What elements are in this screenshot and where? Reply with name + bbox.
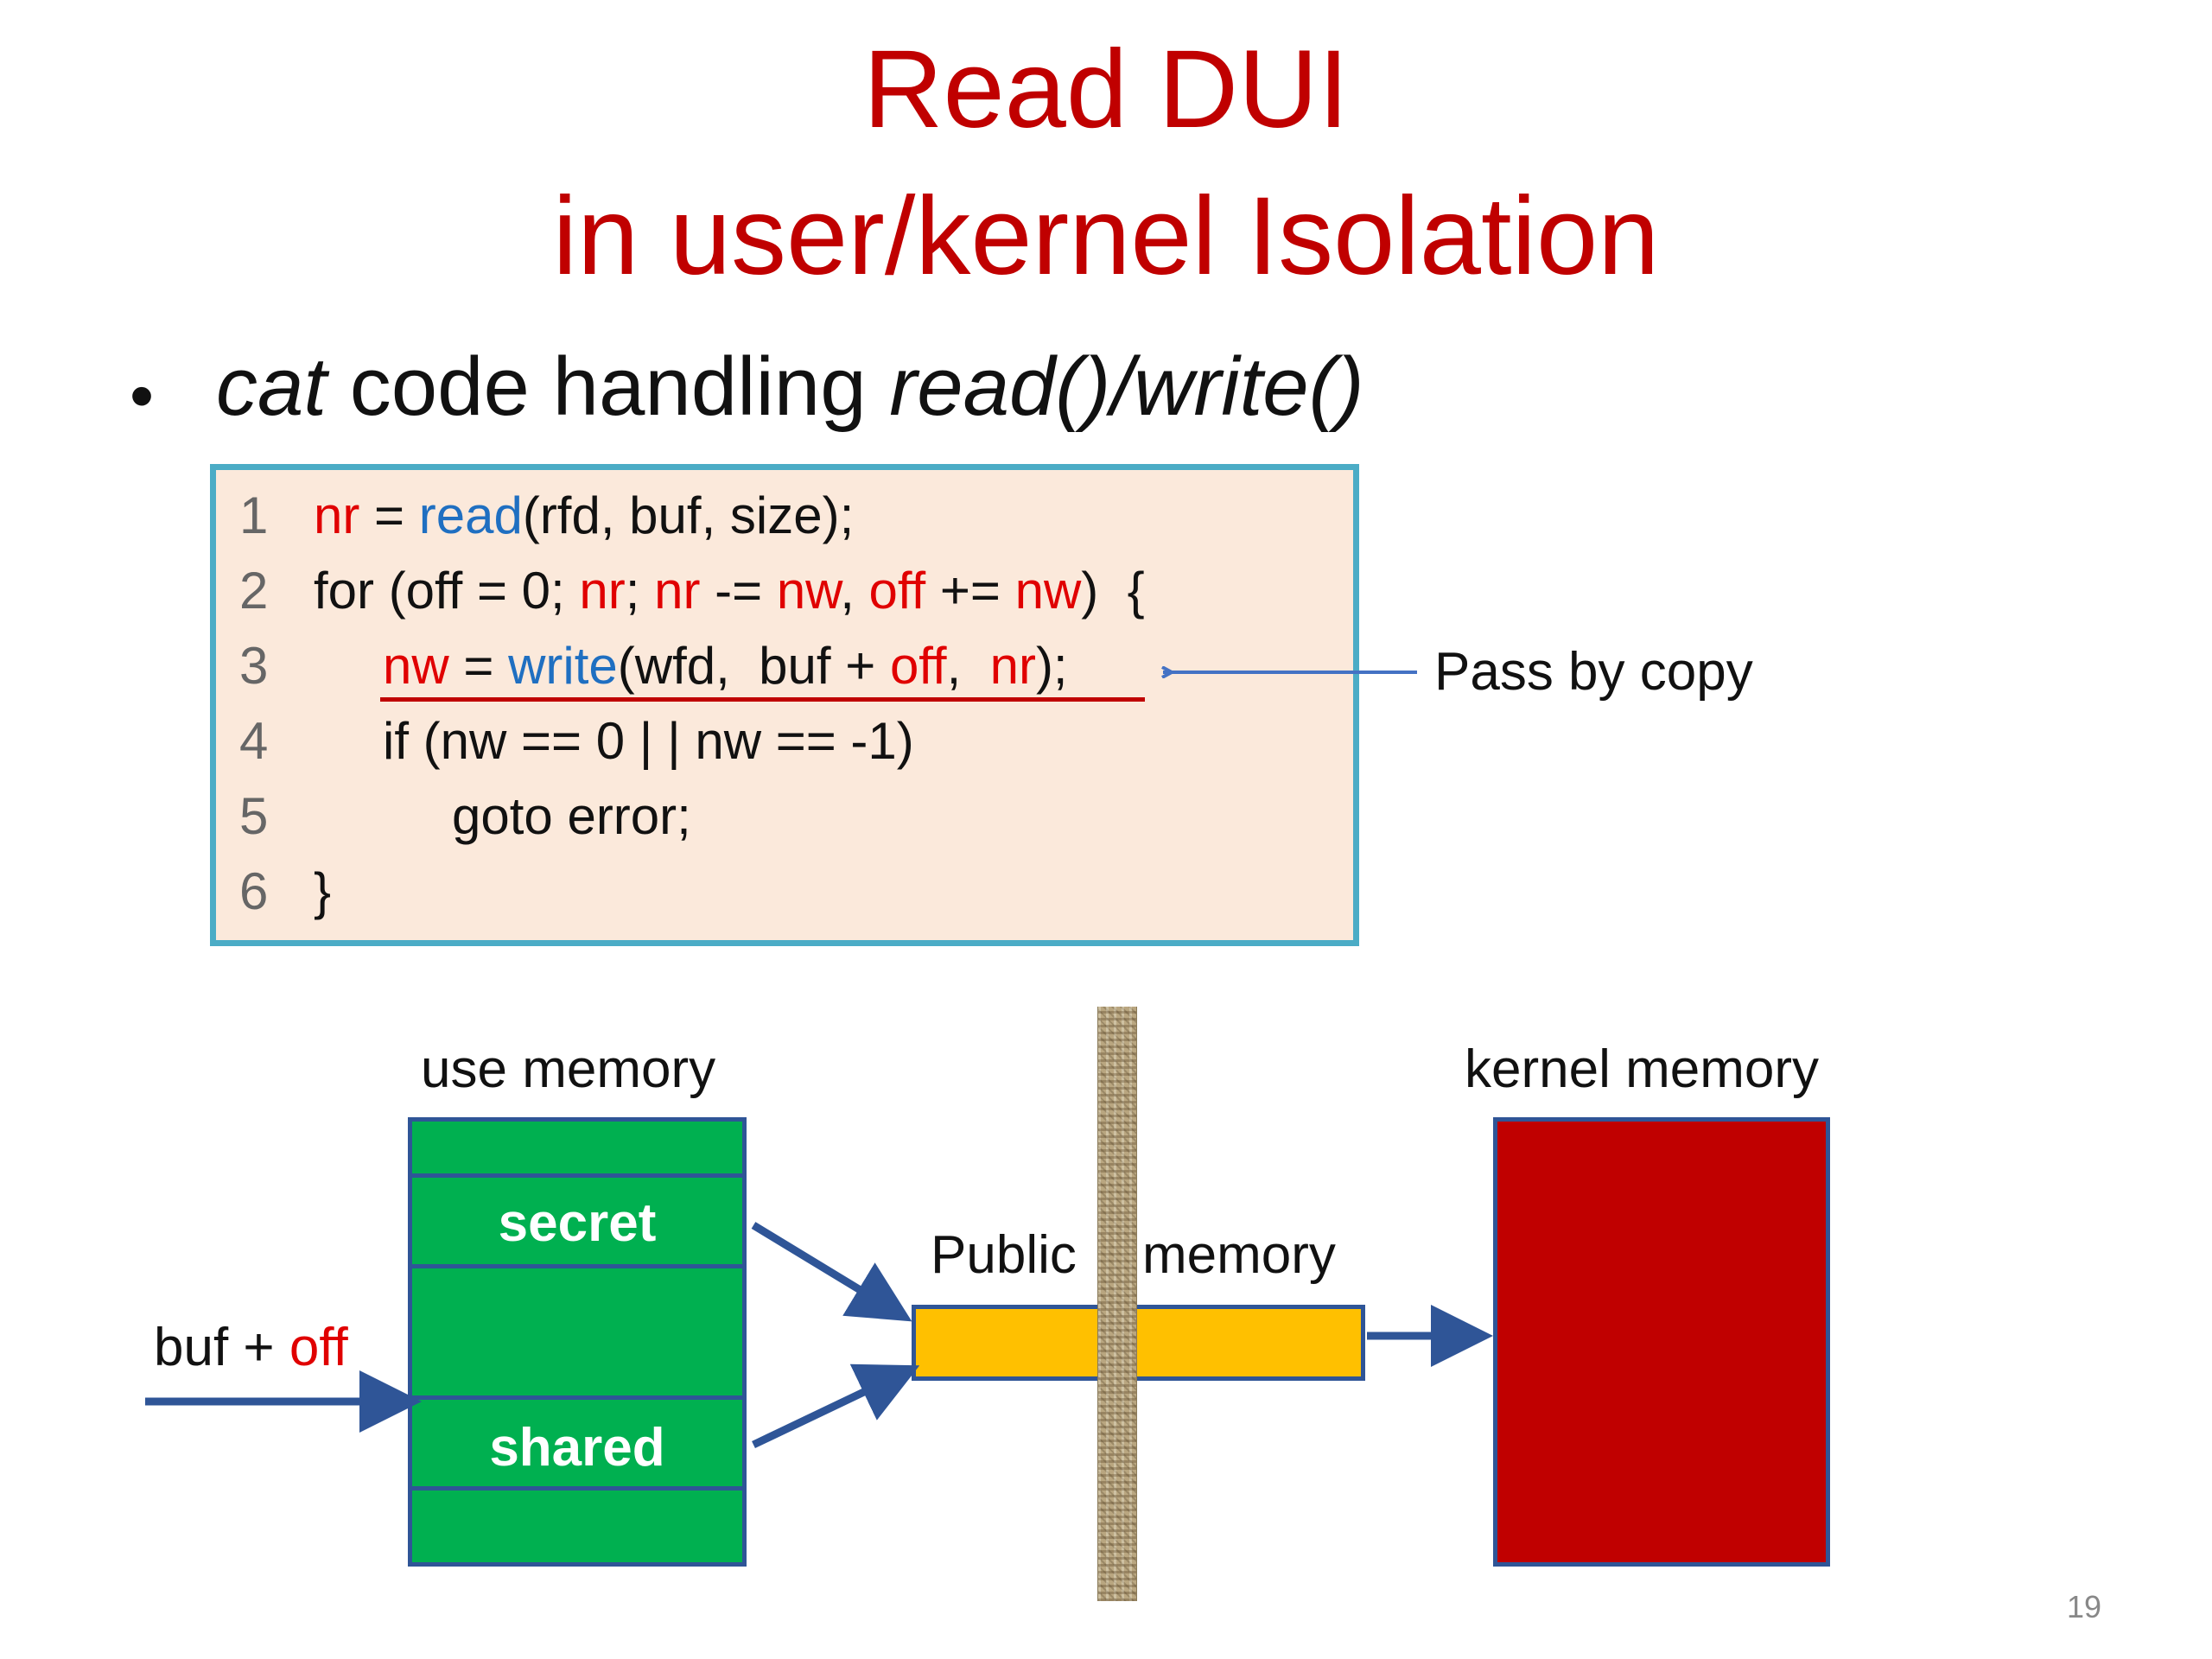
user-memory-divider [412,1486,742,1491]
off-label: off [289,1318,348,1377]
line-number: 5 [239,787,269,845]
code-token: = [359,486,419,544]
code-text: if (nw == 0 | | nw == -1) [383,704,914,779]
kernel-memory-block [1493,1117,1830,1567]
code-token: off [889,637,947,695]
code-token: for (off = 0; [314,562,580,620]
bullet-text: cat code handling read()/write() [216,343,1364,431]
code-token: nr [989,637,1036,695]
code-token: (rfd, buf, size); [522,486,855,544]
page-number: 19 [2067,1589,2102,1624]
isolation-barrier [1097,1007,1137,1601]
code-token: write [508,637,618,695]
user-memory-divider [412,1395,742,1400]
buf-offset-label: buf + off [154,1313,348,1382]
user-memory-heading: use memory [421,1039,716,1099]
buf-label: buf + [154,1318,289,1377]
line-number: 6 [239,862,269,920]
code-token: ) { [1081,562,1145,620]
slide-title-line1: Read DUI [863,28,1349,151]
code-token: nr [579,562,626,620]
public-label: Public [931,1225,1077,1285]
code-token: off [868,562,926,620]
write-call-underline [380,697,1145,702]
code-text: } [314,855,331,929]
code-token: , [946,637,990,695]
code-text: nr = read(rfd, buf, size); [314,479,854,553]
bullet-cat: cat [216,340,327,433]
code-token: read [418,486,523,544]
code-text: goto error; [452,779,691,854]
public-memory-bar [912,1305,1365,1381]
code-token: ); [1035,637,1068,695]
shared-to-public-arrow [752,1363,920,1449]
code-token: ; [625,562,655,620]
shared-region-label: shared [489,1418,665,1478]
code-token: nr [654,562,701,620]
line-number: 1 [239,486,269,544]
code-token: if (nw == 0 | | nw == -1) [383,712,914,770]
line-number: 3 [239,637,269,695]
code-token: nr [314,486,360,544]
secret-region-label: secret [498,1193,657,1253]
code-token: nw [776,562,841,620]
code-token: += [925,562,1015,620]
bullet-read-write: read()/write() [889,340,1364,433]
code-token: } [314,862,332,920]
user-memory-block: secret shared [408,1117,747,1567]
line-number: 4 [239,712,269,770]
user-memory-divider [412,1264,742,1268]
code-token: nw [1014,562,1082,620]
secret-to-public-arrow [751,1222,912,1322]
code-token: (wfd, buf + [617,637,890,695]
code-token: , [840,562,869,620]
bullet-marker: • [130,357,155,434]
memory-label: memory [1142,1225,1336,1285]
code-token: nw [383,637,449,695]
code-text: nw = write(wfd, buf + off, nr); [383,629,1068,703]
code-token: -= [700,562,777,620]
slide-title-line2: in user/kernel Isolation [552,175,1660,298]
code-token: = [448,637,509,695]
code-text: for (off = 0; nr; nr -= nw, off += nw) { [314,554,1145,628]
user-memory-divider [412,1173,742,1178]
code-token: goto error; [452,787,691,845]
code-box: 1 nr = read(rfd, buf, size); 2 for (off = 0… [210,464,1359,946]
bullet-middle: code handling [327,340,890,433]
kernel-memory-heading: kernel memory [1465,1039,1819,1099]
pass-by-copy-label: Pass by copy [1434,642,1753,702]
line-number: 2 [239,562,269,620]
